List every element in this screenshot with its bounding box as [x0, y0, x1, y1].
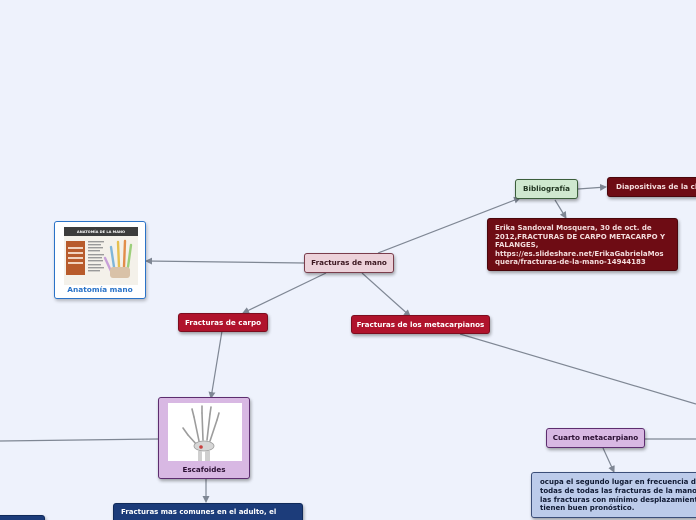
reference-line: FALANGES, — [495, 241, 539, 250]
link-central-bibliografia — [377, 196, 521, 254]
cuarto-label: Cuarto metacarpiano — [552, 433, 639, 442]
hand-xray-image — [168, 403, 242, 461]
cuarto-desc-node[interactable]: ocupa el segundo lugar en frecuencia de … — [531, 472, 696, 518]
reference-line: Erika Sandoval Mosquera, 30 de oct. de — [495, 224, 652, 232]
link-cuarto-desc — [602, 447, 615, 473]
diapositivas-label: Diapositivas de la cl — [616, 182, 696, 191]
escafoides-desc-text: Fracturas mas comunes en el adulto, el — [121, 508, 277, 516]
link-metacarpianos-right — [459, 333, 696, 405]
anatomia-label: Anatomía mano — [67, 285, 133, 294]
escafoides-card[interactable]: Escafoides — [158, 397, 250, 479]
cuarto-desc-line: todas de todas las fracturas de la mano. — [540, 486, 696, 495]
link-bibliografia-reference — [554, 199, 567, 219]
link-central-anatomia — [145, 257, 305, 265]
reference-line: 2012,FRACTURAS DE CARPO METACARPO Y — [495, 232, 666, 241]
hand-anatomy-image: ANATOMÍA DE LA MANO — [64, 227, 138, 285]
escafoides-desc-node[interactable]: Fracturas mas comunes en el adulto, el — [113, 503, 303, 520]
metacarpianos-label: Fracturas de los metacarpianos — [356, 320, 485, 329]
reference-link[interactable]: https://es.slideshare.net/ErikaGabrielaM… — [495, 249, 664, 258]
link-escafoides-left — [0, 438, 159, 442]
link-central-carpo — [242, 272, 327, 314]
link-bibliografia-diapositivas — [577, 183, 607, 191]
bibliografia-label: Bibliografía — [523, 184, 570, 193]
left-clipped-node[interactable] — [0, 515, 45, 520]
cuarto-node[interactable]: Cuarto metacarpiano — [546, 428, 645, 448]
link-central-metacarpianos — [361, 272, 411, 317]
bibliografia-node[interactable]: Bibliografía — [515, 179, 578, 199]
escafoides-label: Escafoides — [182, 465, 226, 474]
carpo-label: Fracturas de carpo — [184, 318, 262, 327]
reference-line: quera/fracturas-de-la-mano-14944183 — [495, 258, 646, 267]
carpo-node[interactable]: Fracturas de carpo — [178, 313, 268, 332]
central-topic[interactable]: Fracturas de mano — [304, 253, 394, 273]
cuarto-desc-line: tienen buen pronóstico. — [540, 504, 635, 513]
anatomia-image-title: ANATOMÍA DE LA MANO — [77, 229, 125, 234]
cuarto-desc-line: las fracturas con mínimo desplazamient — [540, 495, 696, 504]
central-topic-label: Fracturas de mano — [311, 258, 387, 267]
anatomia-card[interactable]: ANATOMÍA DE LA MANO — [54, 221, 146, 299]
cuarto-desc-line: ocupa el segundo lugar en frecuencia de — [540, 478, 696, 486]
metacarpianos-node[interactable]: Fracturas de los metacarpianos — [351, 315, 490, 334]
diapositivas-node[interactable]: Diapositivas de la cl — [607, 177, 696, 197]
link-carpo-escafoides — [208, 330, 223, 399]
reference-node[interactable]: Erika Sandoval Mosquera, 30 de oct. de 2… — [487, 218, 678, 271]
